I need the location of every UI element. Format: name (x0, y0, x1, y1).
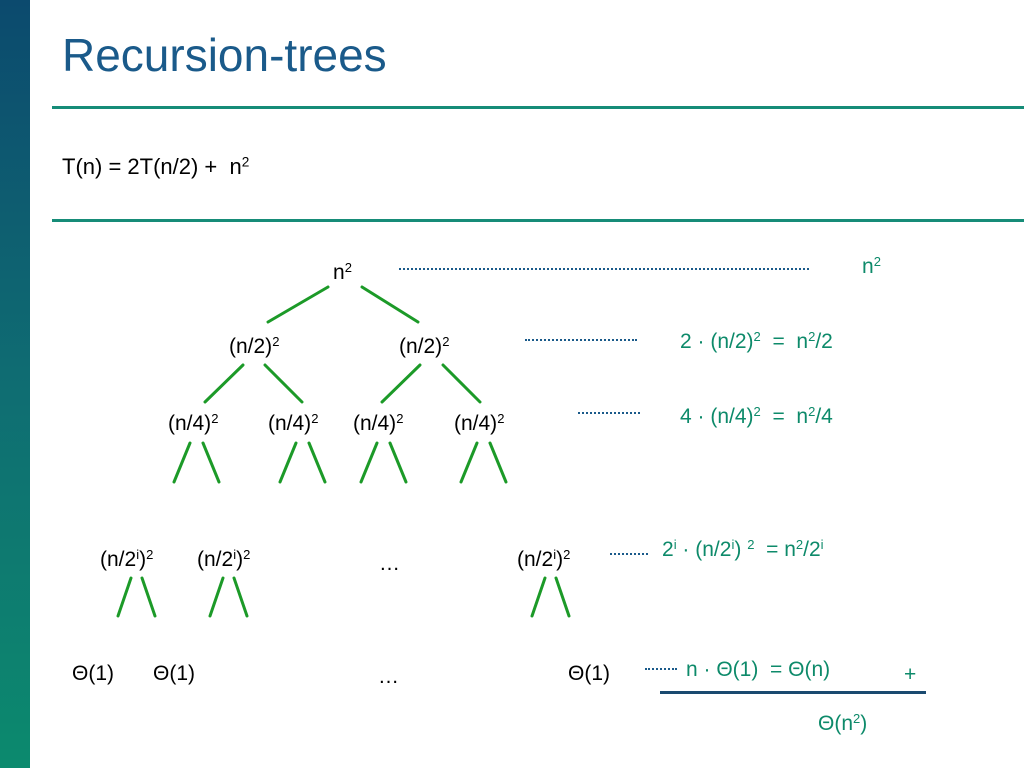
level-sum-2: 4 · (n/4)2 = n2/4 (680, 403, 833, 428)
sum-total-rule (660, 691, 926, 694)
dotted-leader (525, 339, 637, 341)
dotted-leader (399, 268, 809, 270)
title-divider (52, 106, 1024, 109)
tree-ellipsis: … (378, 665, 399, 688)
level-sum-leaves: n · Θ(1) = Θ(n) (686, 658, 831, 681)
level-sum-1: 2 · (n/2)2 = n2/2 (680, 328, 833, 353)
tree-node-root: n2 (333, 259, 352, 284)
level-sum-0: n2 (862, 253, 881, 278)
recurrence-divider (52, 219, 1024, 222)
tree-leaf: Θ(1) (72, 662, 114, 685)
tree-ellipsis: … (379, 552, 400, 575)
tree-node-level-i: (n/2i)2 (100, 546, 154, 571)
sum-total: Θ(n2) (818, 710, 868, 735)
tree-leaf: Θ(1) (153, 662, 195, 685)
tree-node-level1-left: (n/2)2 (229, 333, 280, 358)
tree-leaf: Θ(1) (568, 662, 610, 685)
tree-node-level-i: (n/2i)2 (197, 546, 251, 571)
dotted-leader (578, 412, 640, 414)
level-sum-i: 2i · (n/2i) 2 = n2/2i (662, 536, 824, 561)
tree-node-level2: (n/4)2 (353, 410, 404, 435)
sidebar-accent (0, 0, 30, 768)
recurrence-equation: T(n) = 2T(n/2) + n2 (62, 154, 250, 179)
dotted-leader (645, 668, 677, 670)
tree-node-level2: (n/4)2 (454, 410, 505, 435)
tree-node-level1-right: (n/2)2 (399, 333, 450, 358)
tree-node-level2: (n/4)2 (268, 410, 319, 435)
sum-plus-sign: + (904, 663, 917, 686)
tree-node-level2: (n/4)2 (168, 410, 219, 435)
slide-title: Recursion-trees (62, 29, 387, 81)
dotted-leader (610, 553, 648, 555)
tree-node-level-i: (n/2i)2 (517, 546, 571, 571)
